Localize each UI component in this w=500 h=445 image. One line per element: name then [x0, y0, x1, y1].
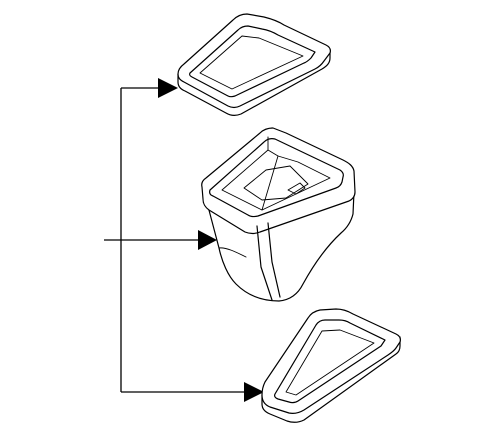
boot-housing: [201, 127, 356, 302]
arrowhead-lower-icon: [244, 382, 264, 402]
lower-bezel-opening: [285, 329, 375, 396]
upper-bezel-opening: [199, 35, 304, 90]
upper-bezel-top: [177, 13, 331, 109]
boot-housing-inner-rim: [209, 138, 344, 218]
lower-bezel-inner-rim: [274, 319, 386, 404]
boot-housing-rim: [201, 127, 356, 235]
boot-housing-groove-right: [267, 222, 281, 298]
arrowhead-upper-icon: [158, 78, 178, 98]
boot-housing-crease: [218, 247, 247, 258]
boot-housing-opening: [243, 165, 309, 201]
boot-housing-groove-left: [256, 225, 273, 301]
lower-bezel: [261, 308, 401, 423]
lower-bezel-top: [261, 308, 401, 414]
leader-lines: [104, 78, 264, 402]
boot-housing-tab: [287, 182, 306, 195]
arrowhead-middle-icon: [198, 230, 217, 250]
upper-bezel: [177, 13, 331, 116]
upper-bezel-inner-rim: [189, 25, 316, 98]
